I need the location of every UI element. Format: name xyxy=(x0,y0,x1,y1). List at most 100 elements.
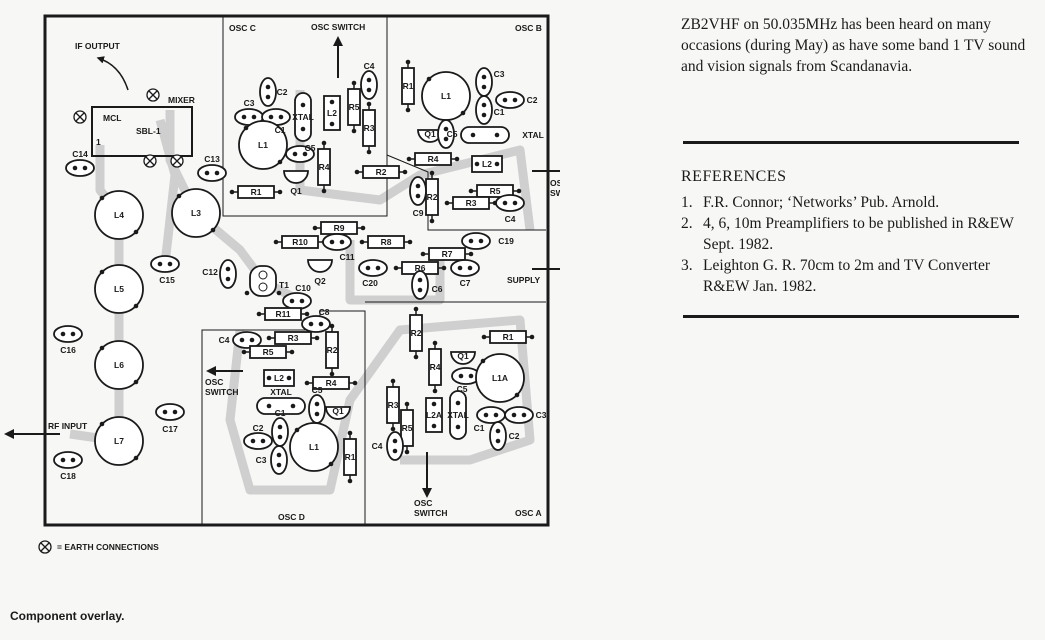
resistor-osc-b-r1 xyxy=(401,59,415,113)
resistor-osc-d-r1 xyxy=(343,430,357,484)
component-label: R1 xyxy=(403,81,414,91)
earth-symbol-icon xyxy=(146,88,160,102)
resistor-osc-d-r5 xyxy=(241,345,295,359)
figure-caption: Component overlay. xyxy=(10,609,125,623)
component-label: C5 xyxy=(447,129,458,139)
component-label: R3 xyxy=(388,400,399,410)
component-label: C7 xyxy=(460,278,471,288)
resistor-osc-a-r3 xyxy=(386,378,400,432)
earth-legend: = EARTH CONNECTIONS xyxy=(38,540,159,554)
resistor-common-r7 xyxy=(420,247,474,261)
component-label: R4 xyxy=(319,162,330,172)
resistor-osc-c-r1 xyxy=(229,185,283,199)
component-label: XTAL xyxy=(522,130,544,140)
capacitor-osc-a-c4 xyxy=(386,431,404,461)
component-label: C5 xyxy=(312,385,323,395)
component-label: L4 xyxy=(114,210,124,220)
resistor-osc-a-r2 xyxy=(409,306,423,360)
resistor-osc-c-r2 xyxy=(354,165,408,179)
component-label: R4 xyxy=(326,378,337,388)
component-label: R1 xyxy=(251,187,262,197)
osc-switch-label-a-2: SWITCH xyxy=(414,508,448,518)
connection-arrows xyxy=(4,36,560,498)
component-label: C2 xyxy=(509,431,520,441)
article-paragraph: ZB2VHF on 50.035MHz has been heard on ma… xyxy=(681,16,1026,75)
reference-number: 1. xyxy=(681,194,693,211)
resistor-osc-b-r4 xyxy=(406,152,460,166)
capacitor-osc-b-c5 xyxy=(437,119,455,149)
resistor-osc-a-r5 xyxy=(400,401,414,455)
component-label: L1 xyxy=(441,91,451,101)
component-label: C10 xyxy=(295,283,311,293)
component-label: Q1 xyxy=(332,406,344,416)
component-label: C20 xyxy=(362,278,378,288)
reference-item: 1.F.R. Connor; ‘Networks’ Pub. Arnold. xyxy=(681,192,1031,213)
component-label: C15 xyxy=(159,275,175,285)
osc-switch-label-d-2: SWITCH xyxy=(205,387,239,397)
component-label: Q2 xyxy=(314,276,326,286)
component-label: R3 xyxy=(288,333,299,343)
osc-switch-label-d-1: OSC xyxy=(205,377,223,387)
pcb-outline xyxy=(43,14,550,527)
component-label: C6 xyxy=(432,284,443,294)
capacitor-mixer-c17 xyxy=(155,403,185,421)
resistor-osc-c-r3 xyxy=(362,101,376,155)
capacitor-common-c7 xyxy=(450,259,480,277)
component-label: C3 xyxy=(244,98,255,108)
capacitor-mixer-c16 xyxy=(53,325,83,343)
reference-number: 2. xyxy=(681,215,693,232)
component-label: Q1 xyxy=(290,186,302,196)
component-label: XTAL xyxy=(270,387,292,397)
earth-symbol-icon xyxy=(170,154,184,168)
component-label: C2 xyxy=(527,95,538,105)
component-label: Q1 xyxy=(457,351,469,361)
component-label: C3 xyxy=(536,410,547,420)
transistor-osc-c-q1 xyxy=(283,170,309,184)
references-list: 1.F.R. Connor; ‘Networks’ Pub. Arnold. 2… xyxy=(681,192,1031,297)
transistor-osc-d-q1 xyxy=(325,406,351,420)
component-label: R9 xyxy=(334,223,345,233)
capacitor-osc-a-c5 xyxy=(451,367,481,385)
coil-osc-d-l1 xyxy=(289,422,339,472)
component-label: C9 xyxy=(413,208,424,218)
capacitor-mixer-c13 xyxy=(197,164,227,182)
reference-text: Leighton G. R. 70cm to 2m and TV Convert… xyxy=(703,257,990,295)
coil-mixer-l4 xyxy=(94,190,144,240)
component-label: C1 xyxy=(474,423,485,433)
component-label: R1 xyxy=(345,452,356,462)
component-overlay-diagram: MCL SBL-1 1 MIXER IF OUTPUT OSC C OSC SW… xyxy=(4,14,560,527)
inductor-osc-d-l2 xyxy=(263,369,295,387)
component-label: T1 xyxy=(279,280,289,290)
component-label: R5 xyxy=(490,186,501,196)
transistor-common-q2 xyxy=(307,259,333,273)
component-label: L7 xyxy=(114,436,124,446)
capacitor-osc-c-c2 xyxy=(259,77,277,107)
osc-d-label: OSC D xyxy=(278,512,305,522)
capacitor-osc-d-c1 xyxy=(271,417,289,447)
resistor-osc-c-r4 xyxy=(317,140,331,194)
capacitor-osc-b-c9 xyxy=(409,176,427,206)
if-output-arrow xyxy=(96,56,129,91)
resistor-osc-a-r4 xyxy=(428,340,442,394)
coil-mixer-l5 xyxy=(94,264,144,314)
component-label: C2 xyxy=(253,423,264,433)
supply-label: SUPPLY xyxy=(507,275,541,285)
component-label: C4 xyxy=(505,214,516,224)
component-label: R8 xyxy=(381,237,392,247)
component-label: C17 xyxy=(162,424,178,434)
osc-switch-label-c: OSC SWITCH xyxy=(311,22,365,32)
component-label: R5 xyxy=(263,347,274,357)
component-label: R5 xyxy=(402,423,413,433)
resistor-common-r10 xyxy=(273,235,327,249)
capacitor-osc-a-c1 xyxy=(476,406,506,424)
component-label: C5 xyxy=(305,143,316,153)
component-label: C3 xyxy=(494,69,505,79)
component-label: C8 xyxy=(319,307,330,317)
component-label: XTAL xyxy=(447,410,469,420)
capacitor-osc-d-c5 xyxy=(308,394,326,424)
transformer-common-t1 xyxy=(244,265,282,297)
earth-connections xyxy=(73,88,184,168)
component-label: R10 xyxy=(292,237,308,247)
crystal-osc-d-xtal xyxy=(256,397,306,415)
component-label: C2 xyxy=(277,87,288,97)
